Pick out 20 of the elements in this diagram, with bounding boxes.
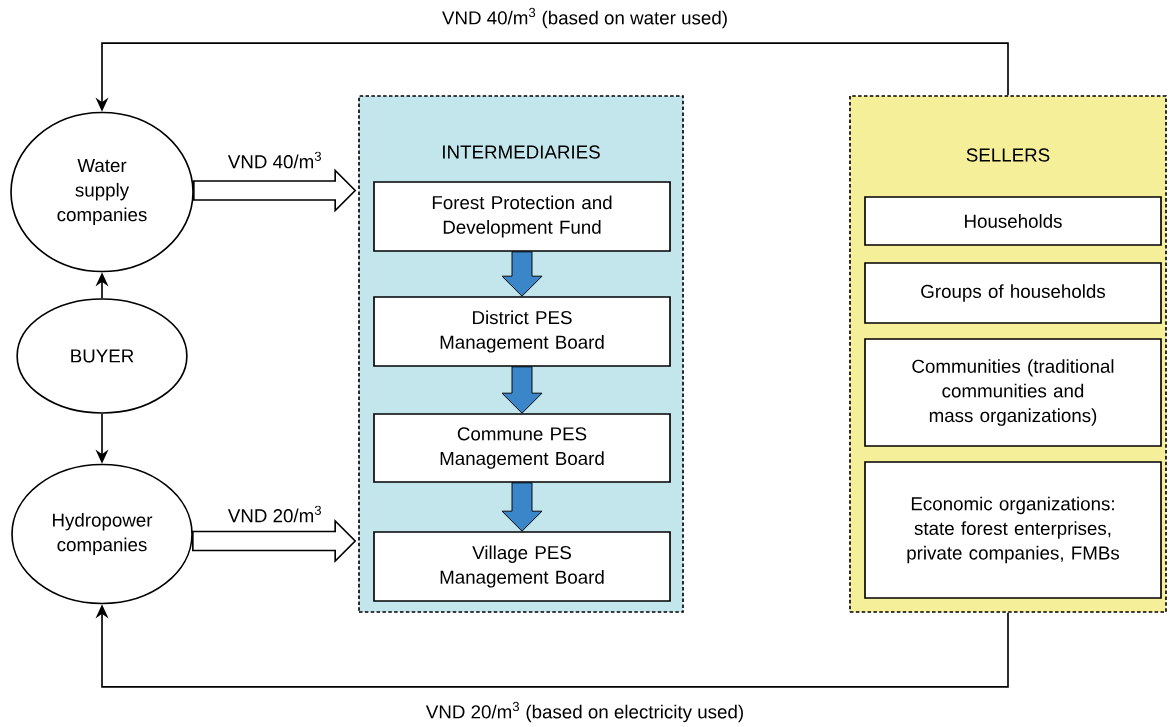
edge-label: VND 40/m$^{3}$: [226, 150, 324, 170]
process-box: Households: [864, 196, 1162, 246]
edge-label: VND 20/m$^{3}$ (based on electricity used): [424, 700, 746, 724]
oval-node: Hydropower companies: [11, 463, 193, 605]
block-arrow: [501, 482, 543, 532]
block-arrow: [193, 168, 357, 213]
process-box: Groups of households: [864, 262, 1162, 324]
process-box: Village PES Management Board: [373, 531, 671, 602]
process-box: District PES Management Board: [373, 296, 671, 367]
oval-node: Water supply companies: [10, 111, 194, 273]
edge-label: VND 40/m$^{3}$ (based on water used): [440, 6, 730, 30]
process-box: Forest Protection and Development Fund: [373, 181, 671, 252]
block-arrow: [192, 519, 357, 563]
oval-node: BUYER: [16, 298, 188, 414]
process-box: Communities (traditional communities and mass organizations): [864, 338, 1162, 447]
edge-label: VND 20/m$^{3}$: [226, 504, 324, 524]
process-box: Economic organizations: state forest enterprises, private companies, FMBs: [864, 461, 1162, 599]
block-arrow: [501, 251, 543, 297]
block-arrow: [501, 366, 543, 414]
process-box: Commune PES Management Board: [373, 413, 671, 483]
